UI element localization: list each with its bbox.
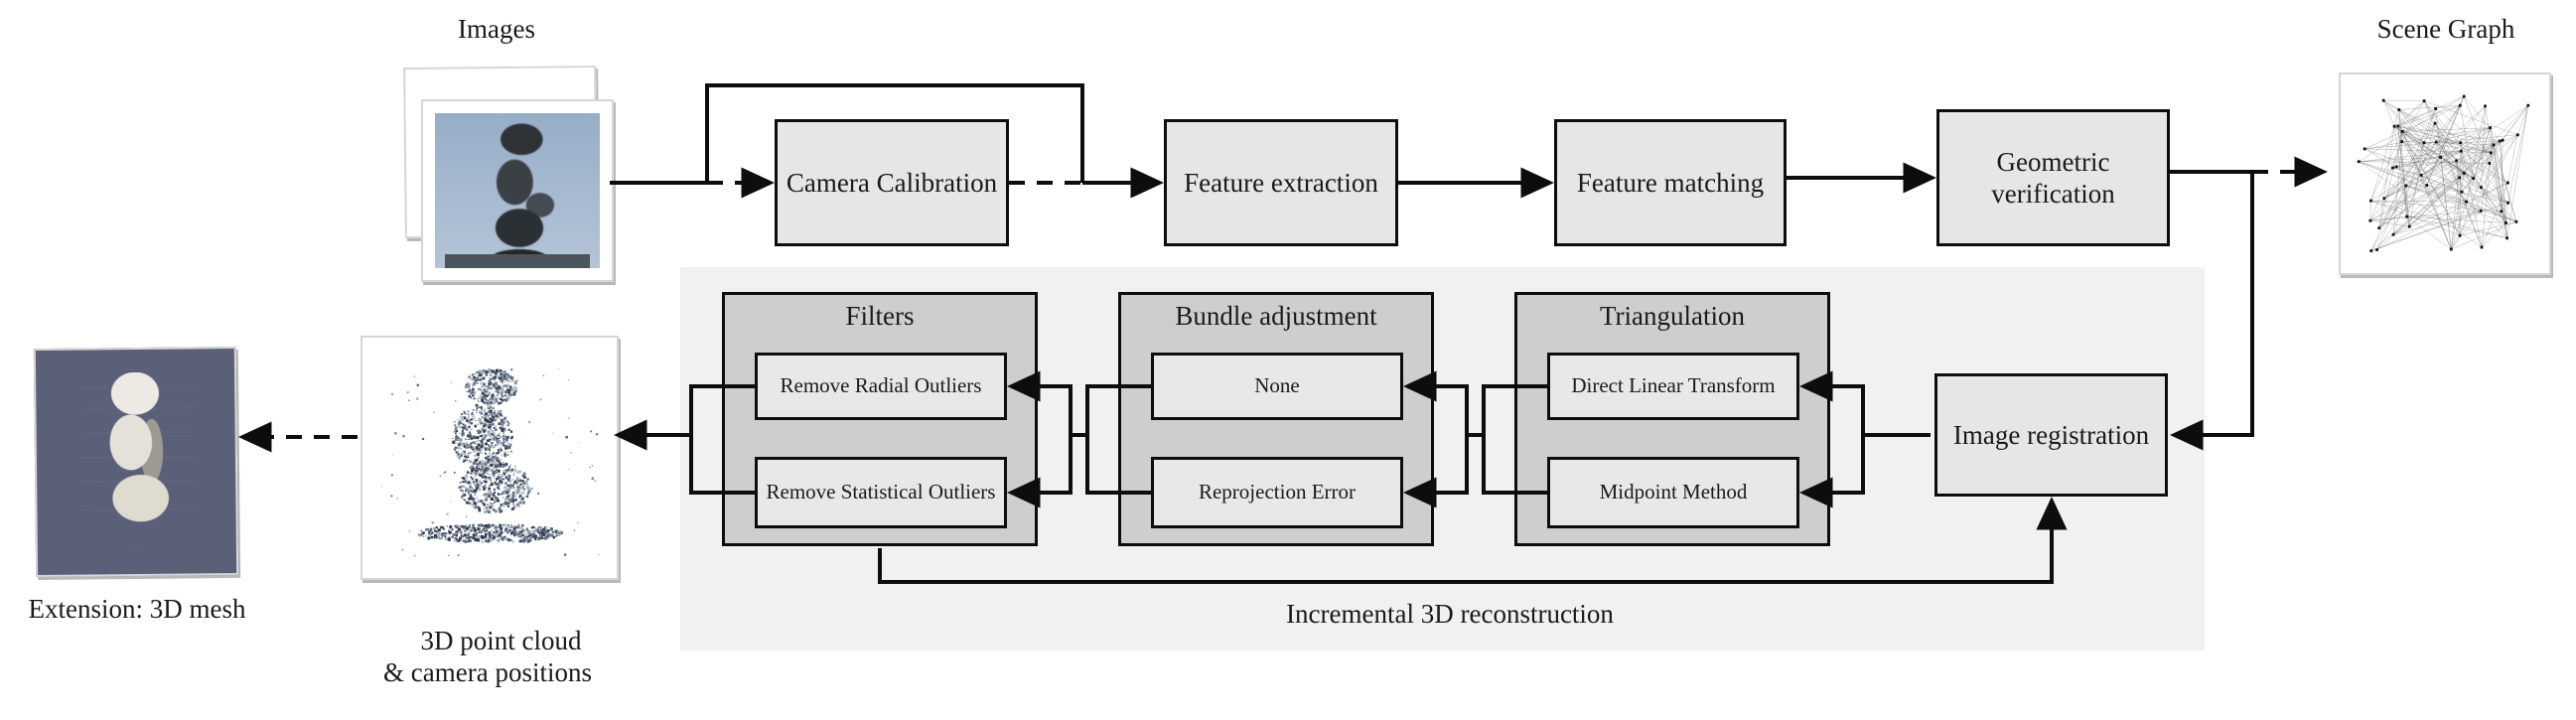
option-direct-linear-transform-label: Direct Linear Transform [1571, 373, 1776, 398]
option-remove-radial-outliers-label: Remove Radial Outliers [780, 373, 982, 398]
option-reprojection-error-label: Reprojection Error [1198, 480, 1357, 504]
scene-graph-figure [2357, 94, 2530, 252]
option-remove-radial-outliers[interactable]: Remove Radial Outliers [755, 353, 1007, 420]
option-none[interactable]: None [1151, 353, 1403, 420]
scene-graph-card [2339, 72, 2551, 275]
incremental-reconstruction-label: Incremental 3D reconstruction [1286, 599, 1614, 629]
input-image-card-front [421, 99, 614, 282]
option-direct-linear-transform[interactable]: Direct Linear Transform [1547, 353, 1799, 420]
stage-geometric-verification[interactable]: Geometric verification [1936, 109, 2170, 246]
option-midpoint-method-label: Midpoint Method [1599, 480, 1748, 504]
stage-feature-matching[interactable]: Feature matching [1554, 119, 1787, 246]
stage-camera-calibration[interactable]: Camera Calibration [775, 119, 1009, 246]
stage-image-registration-label: Image registration [1952, 419, 2150, 450]
option-midpoint-method[interactable]: Midpoint Method [1547, 457, 1799, 528]
group-filters-label: Filters [845, 301, 915, 331]
stage-feature-extraction-label: Feature extraction [1184, 167, 1378, 198]
point-cloud-figure [362, 338, 617, 578]
photo-lion-statue [461, 122, 577, 265]
option-remove-statistical-outliers-label: Remove Statistical Outliers [766, 480, 996, 504]
stage-camera-calibration-label: Camera Calibration [786, 167, 998, 198]
point-cloud-label-text: 3D point cloud & camera positions [383, 625, 592, 687]
option-reprojection-error[interactable]: Reprojection Error [1151, 457, 1403, 528]
stage-geometric-verification-label: Geometric verification [1991, 146, 2115, 209]
mesh-figure [79, 370, 197, 548]
point-cloud-card [360, 336, 619, 580]
mesh-label: Extension: 3D mesh [28, 594, 246, 624]
scene-graph-label: Scene Graph [2376, 14, 2515, 44]
images-label: Images [458, 14, 535, 44]
group-bundle-adjustment-label: Bundle adjustment [1175, 301, 1377, 331]
stage-image-registration[interactable]: Image registration [1934, 373, 2168, 497]
mesh-card [33, 346, 239, 578]
option-none-label: None [1254, 373, 1300, 398]
photo-pedestal [444, 253, 591, 268]
option-remove-statistical-outliers[interactable]: Remove Statistical Outliers [755, 457, 1007, 528]
stage-feature-extraction[interactable]: Feature extraction [1164, 119, 1398, 246]
diagram-canvas: Images Camera Calibration Feature extrac… [28, 14, 2551, 687]
group-triangulation-label: Triangulation [1599, 301, 1745, 331]
lion-photo [435, 113, 600, 268]
point-cloud-label: 3D point cloud & camera positions [349, 594, 627, 720]
stage-feature-matching-label: Feature matching [1576, 167, 1765, 198]
